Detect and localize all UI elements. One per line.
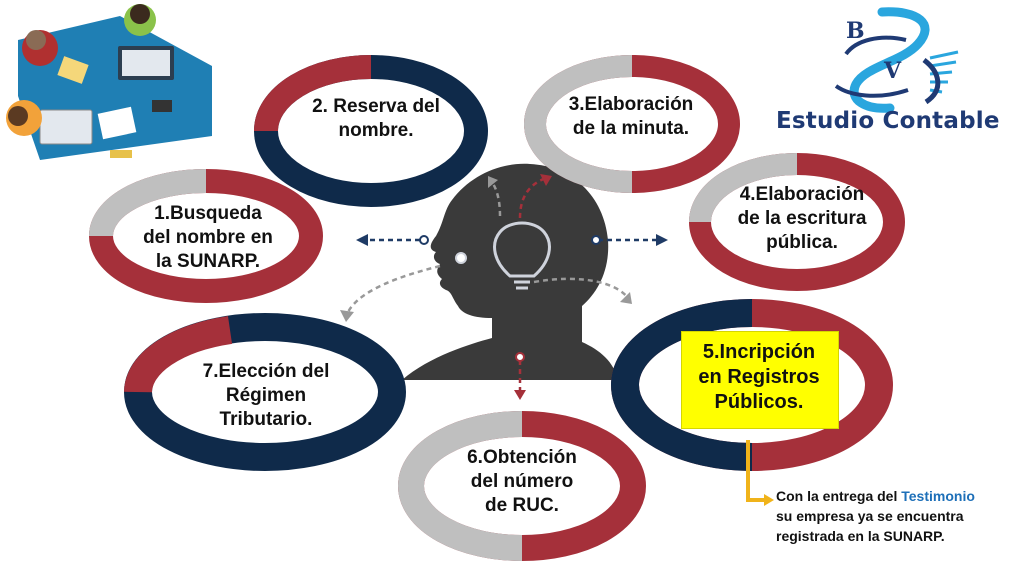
step-7-line-1: 7.Elección del bbox=[202, 361, 330, 382]
step-4-label: 4.Elaboración de la escritura pública. bbox=[722, 183, 882, 254]
step-4-line-1: 4.Elaboración bbox=[739, 184, 865, 205]
note-line-1: Con la entrega del Testimonio bbox=[776, 487, 1012, 507]
step-7-label: 7.Elección del Régimen Tributario. bbox=[186, 360, 346, 431]
step-2-label: 2. Reserva del nombre. bbox=[296, 95, 456, 143]
step-5-highlight bbox=[681, 331, 839, 429]
step-4-line-3: pública. bbox=[766, 231, 838, 253]
arrow-up-right bbox=[518, 176, 547, 219]
head-silhouette-icon bbox=[402, 163, 618, 380]
step-2-line-1: 2. Reserva del bbox=[312, 96, 440, 117]
ring-step-5 bbox=[610, 299, 893, 471]
logo-letter-b: B bbox=[846, 18, 865, 44]
ring-step-6 bbox=[397, 411, 646, 561]
step-6-label: 6.Obtención del número de RUC. bbox=[447, 446, 597, 517]
note-testimonio: Testimonio bbox=[901, 488, 975, 504]
step-5-line-1: 5.Incripción bbox=[702, 341, 816, 363]
team-desk-illustration bbox=[6, 4, 212, 160]
note-prefix: Con la entrega del bbox=[776, 488, 902, 504]
bv-logo-icon bbox=[834, 7, 959, 113]
step-6-line-1: 6.Obtención bbox=[467, 447, 577, 468]
step-5-line-3: Públicos. bbox=[714, 391, 804, 413]
ring-step-2 bbox=[254, 55, 488, 207]
step-2-line-2: nombre. bbox=[338, 119, 414, 141]
logo-name: Estudio Contable bbox=[776, 108, 1000, 134]
note-line-3: registrada en la SUNARP. bbox=[776, 527, 945, 544]
step-3-line-1: 3.Elaboración bbox=[568, 94, 694, 115]
step-5-line-2: en Registros bbox=[698, 366, 820, 388]
step-4-line-2: de la escritura bbox=[737, 207, 867, 229]
arrow-down-left bbox=[346, 264, 441, 313]
note-arrow bbox=[746, 440, 774, 506]
step-1-label: 1.Busqueda del nombre en la SUNARP. bbox=[118, 202, 298, 273]
step-3-label: 3.Elaboración de la minuta. bbox=[556, 93, 706, 141]
step-6-line-2: del número bbox=[470, 470, 574, 492]
step-3-line-2: de la minuta. bbox=[572, 117, 690, 139]
step-5-label: 5.Incripción en Registros Públicos. bbox=[681, 340, 837, 415]
step-6-line-3: de RUC. bbox=[485, 494, 559, 516]
note-line-2: su empresa ya se encuentra bbox=[776, 507, 964, 524]
step-1-line-2: del nombre en bbox=[143, 226, 273, 248]
step-7-line-2: Régimen bbox=[225, 384, 307, 406]
step-1-line-1: 1.Busqueda bbox=[154, 203, 262, 224]
step-7-line-3: Tributario. bbox=[219, 408, 313, 430]
ring-step-1 bbox=[89, 169, 323, 303]
testimonio-note: Con la entrega del Testimonio su empresa… bbox=[776, 487, 1012, 547]
arrow-up-left bbox=[490, 181, 502, 217]
step-1-line-3: la SUNARP. bbox=[155, 250, 261, 272]
lightbulb-icon bbox=[493, 221, 551, 290]
arrow-down-right bbox=[533, 277, 629, 299]
ring-step-3 bbox=[523, 55, 740, 193]
ring-step-7 bbox=[124, 313, 406, 471]
logo-letter-v: V bbox=[884, 58, 902, 84]
ring-step-4 bbox=[689, 153, 905, 291]
